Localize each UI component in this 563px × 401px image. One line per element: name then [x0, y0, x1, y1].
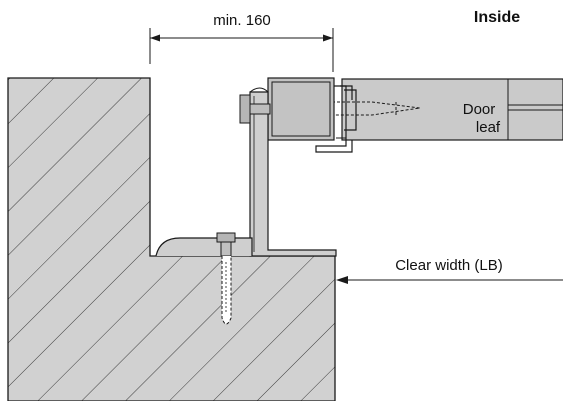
- inside-label: Inside: [474, 9, 520, 26]
- dimension-arrow-left: [150, 34, 160, 42]
- dimension-min-160: min. 160: [149, 12, 334, 72]
- dimension-label: min. 160: [213, 12, 271, 29]
- clear-width-label: Clear width (LB): [395, 257, 503, 274]
- door-leaf-label-line2: leaf: [476, 119, 501, 136]
- clear-width-indicator: Clear width (LB): [336, 257, 563, 284]
- frame-profile: [267, 77, 353, 153]
- door-leaf-label-line1: Door: [463, 101, 496, 118]
- floor-anchor-bolt: [216, 232, 236, 325]
- clear-width-arrow: [336, 276, 348, 284]
- bracket-bolt: [239, 94, 271, 124]
- door-leaf: Door leaf: [340, 78, 563, 141]
- dimension-arrow-right: [323, 34, 333, 42]
